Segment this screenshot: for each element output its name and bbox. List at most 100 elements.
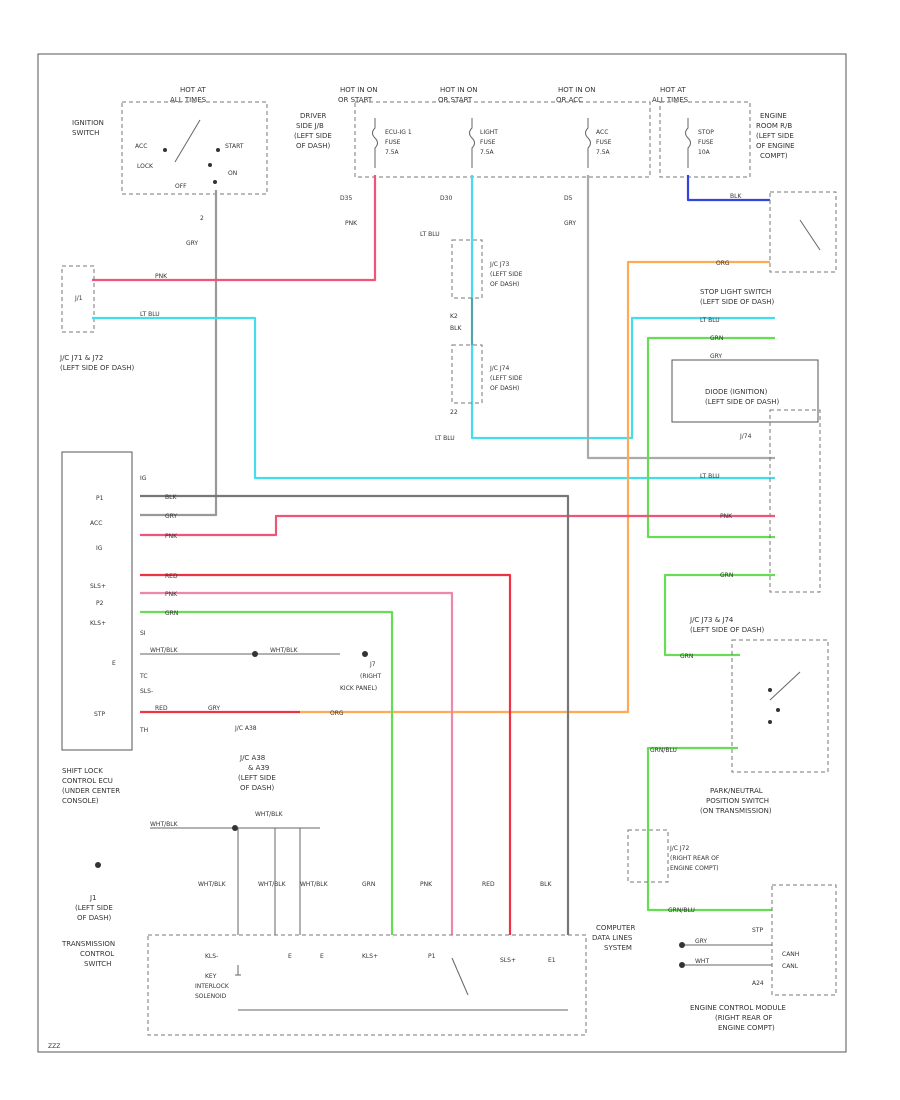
fuse-2-icon bbox=[469, 118, 475, 168]
ecm-box bbox=[771, 884, 837, 996]
engine-rb-5: COMPT) bbox=[760, 152, 788, 160]
fuse-4-name: STOP bbox=[698, 129, 714, 136]
hot-label-3: HOT IN ON bbox=[440, 86, 478, 94]
wire-label-ltblu-5: LT BLU bbox=[700, 473, 720, 480]
wire-label-blk-p1: BLK bbox=[165, 494, 177, 501]
ecu-pin-p1: P1 bbox=[96, 495, 104, 502]
wire-label-orn-1: ORG bbox=[716, 260, 730, 267]
transmission-control-box bbox=[147, 934, 587, 1036]
data-line-connector-1 bbox=[679, 942, 685, 948]
engine-rb-box bbox=[659, 101, 751, 178]
fuse-1-type: FUSE bbox=[385, 139, 401, 146]
ground-connector-2 bbox=[232, 825, 238, 831]
computer-data-3: SYSTEM bbox=[604, 944, 632, 952]
wire-pink-ig bbox=[140, 514, 775, 537]
wire-label-grnblu-1: GRN/BLU bbox=[650, 747, 677, 754]
hot-label-1: HOT AT bbox=[180, 86, 207, 94]
park-neutral-sub1: POSITION SWITCH bbox=[706, 797, 769, 805]
trans-switch-contact bbox=[451, 957, 469, 996]
ground-j1 bbox=[95, 862, 101, 868]
jc-j71-j72-sub: (LEFT SIDE OF DASH) bbox=[60, 364, 135, 372]
wire-ignition-gry bbox=[140, 190, 218, 517]
jc-a38-sub3: OF DASH) bbox=[240, 784, 275, 792]
ecu-pin-acc: ACC bbox=[90, 520, 102, 527]
data-line-connector-2 bbox=[679, 962, 685, 968]
jc-j71-j72-title: J/C J71 & J72 bbox=[59, 354, 103, 362]
pn-terminal-1 bbox=[768, 688, 772, 692]
pin-2: 2 bbox=[200, 215, 204, 222]
fuse-2-type: FUSE bbox=[480, 139, 496, 146]
wire-label-whtblk-2: WHT/BLK bbox=[270, 647, 299, 654]
fuse-1-rating: 7.5A bbox=[385, 149, 400, 156]
engine-rb-3: (LEFT SIDE bbox=[756, 132, 794, 140]
pin-a38: J/C A38 bbox=[234, 725, 257, 732]
fuse-4-rating: 10A bbox=[698, 149, 711, 156]
ground-j7 bbox=[362, 651, 368, 657]
hot-label-2b: OR START bbox=[338, 96, 373, 104]
ecm-canh: CANH bbox=[782, 951, 799, 958]
ignition-start: START bbox=[225, 143, 244, 150]
wire-label-grnblu-2: GRN/BLU bbox=[668, 907, 695, 914]
driver-jb-3: (LEFT SIDE bbox=[294, 132, 332, 140]
jc-j73-j74-sub: (LEFT SIDE OF DASH) bbox=[690, 626, 765, 634]
ecu-pin-labels: IG P1 ACC IG SLS+ P2 KLS+ SI E TC SLS- S… bbox=[90, 475, 153, 734]
ecu-title-1: SHIFT LOCK bbox=[62, 767, 103, 775]
wire-pnk-p2 bbox=[140, 591, 454, 935]
engine-rb-1: ENGINE bbox=[760, 112, 787, 120]
ignition-terminal-3 bbox=[216, 148, 220, 152]
fuse-3-type: FUSE bbox=[596, 139, 612, 146]
driver-jb-2: SIDE J/B bbox=[296, 122, 324, 130]
trans-kls-plus: KLS+ bbox=[362, 953, 378, 960]
wire-label-grn-kls: GRN bbox=[165, 610, 178, 617]
jc-j71-j72-box bbox=[61, 265, 95, 333]
wire-label-red-1: RED bbox=[165, 573, 178, 580]
wire-orange-stp bbox=[300, 260, 770, 714]
ecm-stp: STP bbox=[752, 927, 763, 934]
wire-label-whtblk-3: WHT/BLK bbox=[150, 821, 179, 828]
trans-key-2: INTERLOCK bbox=[195, 983, 230, 990]
trans-p1: P1 bbox=[428, 953, 436, 960]
ecu-pin-ig2: IG bbox=[96, 545, 103, 552]
driver-jb-1: DRIVER bbox=[300, 112, 327, 120]
jc-j72-sub1: (RIGHT REAR OF bbox=[670, 855, 720, 862]
ignition-title-1: IGNITION bbox=[72, 119, 104, 127]
wire-label-pnk-4: PNK bbox=[165, 533, 178, 540]
driver-jb-box bbox=[354, 101, 651, 178]
wire-label-whtblk-7: WHT/BLK bbox=[300, 881, 329, 888]
jc-j73-sub2: OF DASH) bbox=[490, 281, 519, 288]
park-neutral-contact bbox=[769, 671, 801, 701]
engine-rb-2: ROOM R/B bbox=[756, 122, 792, 130]
ignition-off: OFF bbox=[175, 183, 187, 190]
fuse-3-rating: 7.5A bbox=[596, 149, 611, 156]
wire-label-whtblk-1: WHT/BLK bbox=[150, 647, 179, 654]
jc-j73-title: J/C J73 bbox=[489, 261, 509, 268]
wire-label-ltblu-4: LT BLU bbox=[700, 317, 720, 324]
wire-grnblu-ecm bbox=[646, 746, 772, 912]
wire-label-red-2: RED bbox=[482, 881, 495, 888]
j1-title: J1 bbox=[89, 894, 97, 902]
wire-label-blk-bottom: BLK bbox=[540, 881, 552, 888]
computer-data-1: COMPUTER bbox=[596, 924, 635, 932]
trans-e2: E bbox=[320, 953, 324, 960]
pin-j1: J/1 bbox=[74, 295, 83, 302]
ignition-switch-box bbox=[121, 101, 268, 195]
pin-d35: D35 bbox=[340, 195, 352, 202]
shift-lock-ecu-box bbox=[61, 451, 133, 751]
ignition-terminal-1 bbox=[163, 148, 167, 152]
wire-label-gry-acc: GRY bbox=[165, 513, 177, 520]
jc-a38-sub2: (LEFT SIDE bbox=[238, 774, 276, 782]
wire-red-sls bbox=[140, 573, 512, 935]
pin-d30: D30 bbox=[440, 195, 452, 202]
fuse-4-icon bbox=[685, 118, 691, 168]
wire-label-red-stp: RED bbox=[155, 705, 168, 712]
solenoid-icon bbox=[235, 965, 241, 976]
wire-stop-blu bbox=[686, 175, 770, 202]
trans-title-2: CONTROL bbox=[80, 950, 114, 958]
ecu-pin-kls: KLS+ bbox=[90, 620, 106, 627]
pin-j74: J/74 bbox=[739, 433, 752, 440]
jc-j74-sub1: (LEFT SIDE bbox=[490, 375, 523, 382]
trans-title-3: SWITCH bbox=[84, 960, 111, 968]
ignition-acc: ACC bbox=[135, 143, 147, 150]
diode-sub: (LEFT SIDE OF DASH) bbox=[705, 398, 780, 406]
